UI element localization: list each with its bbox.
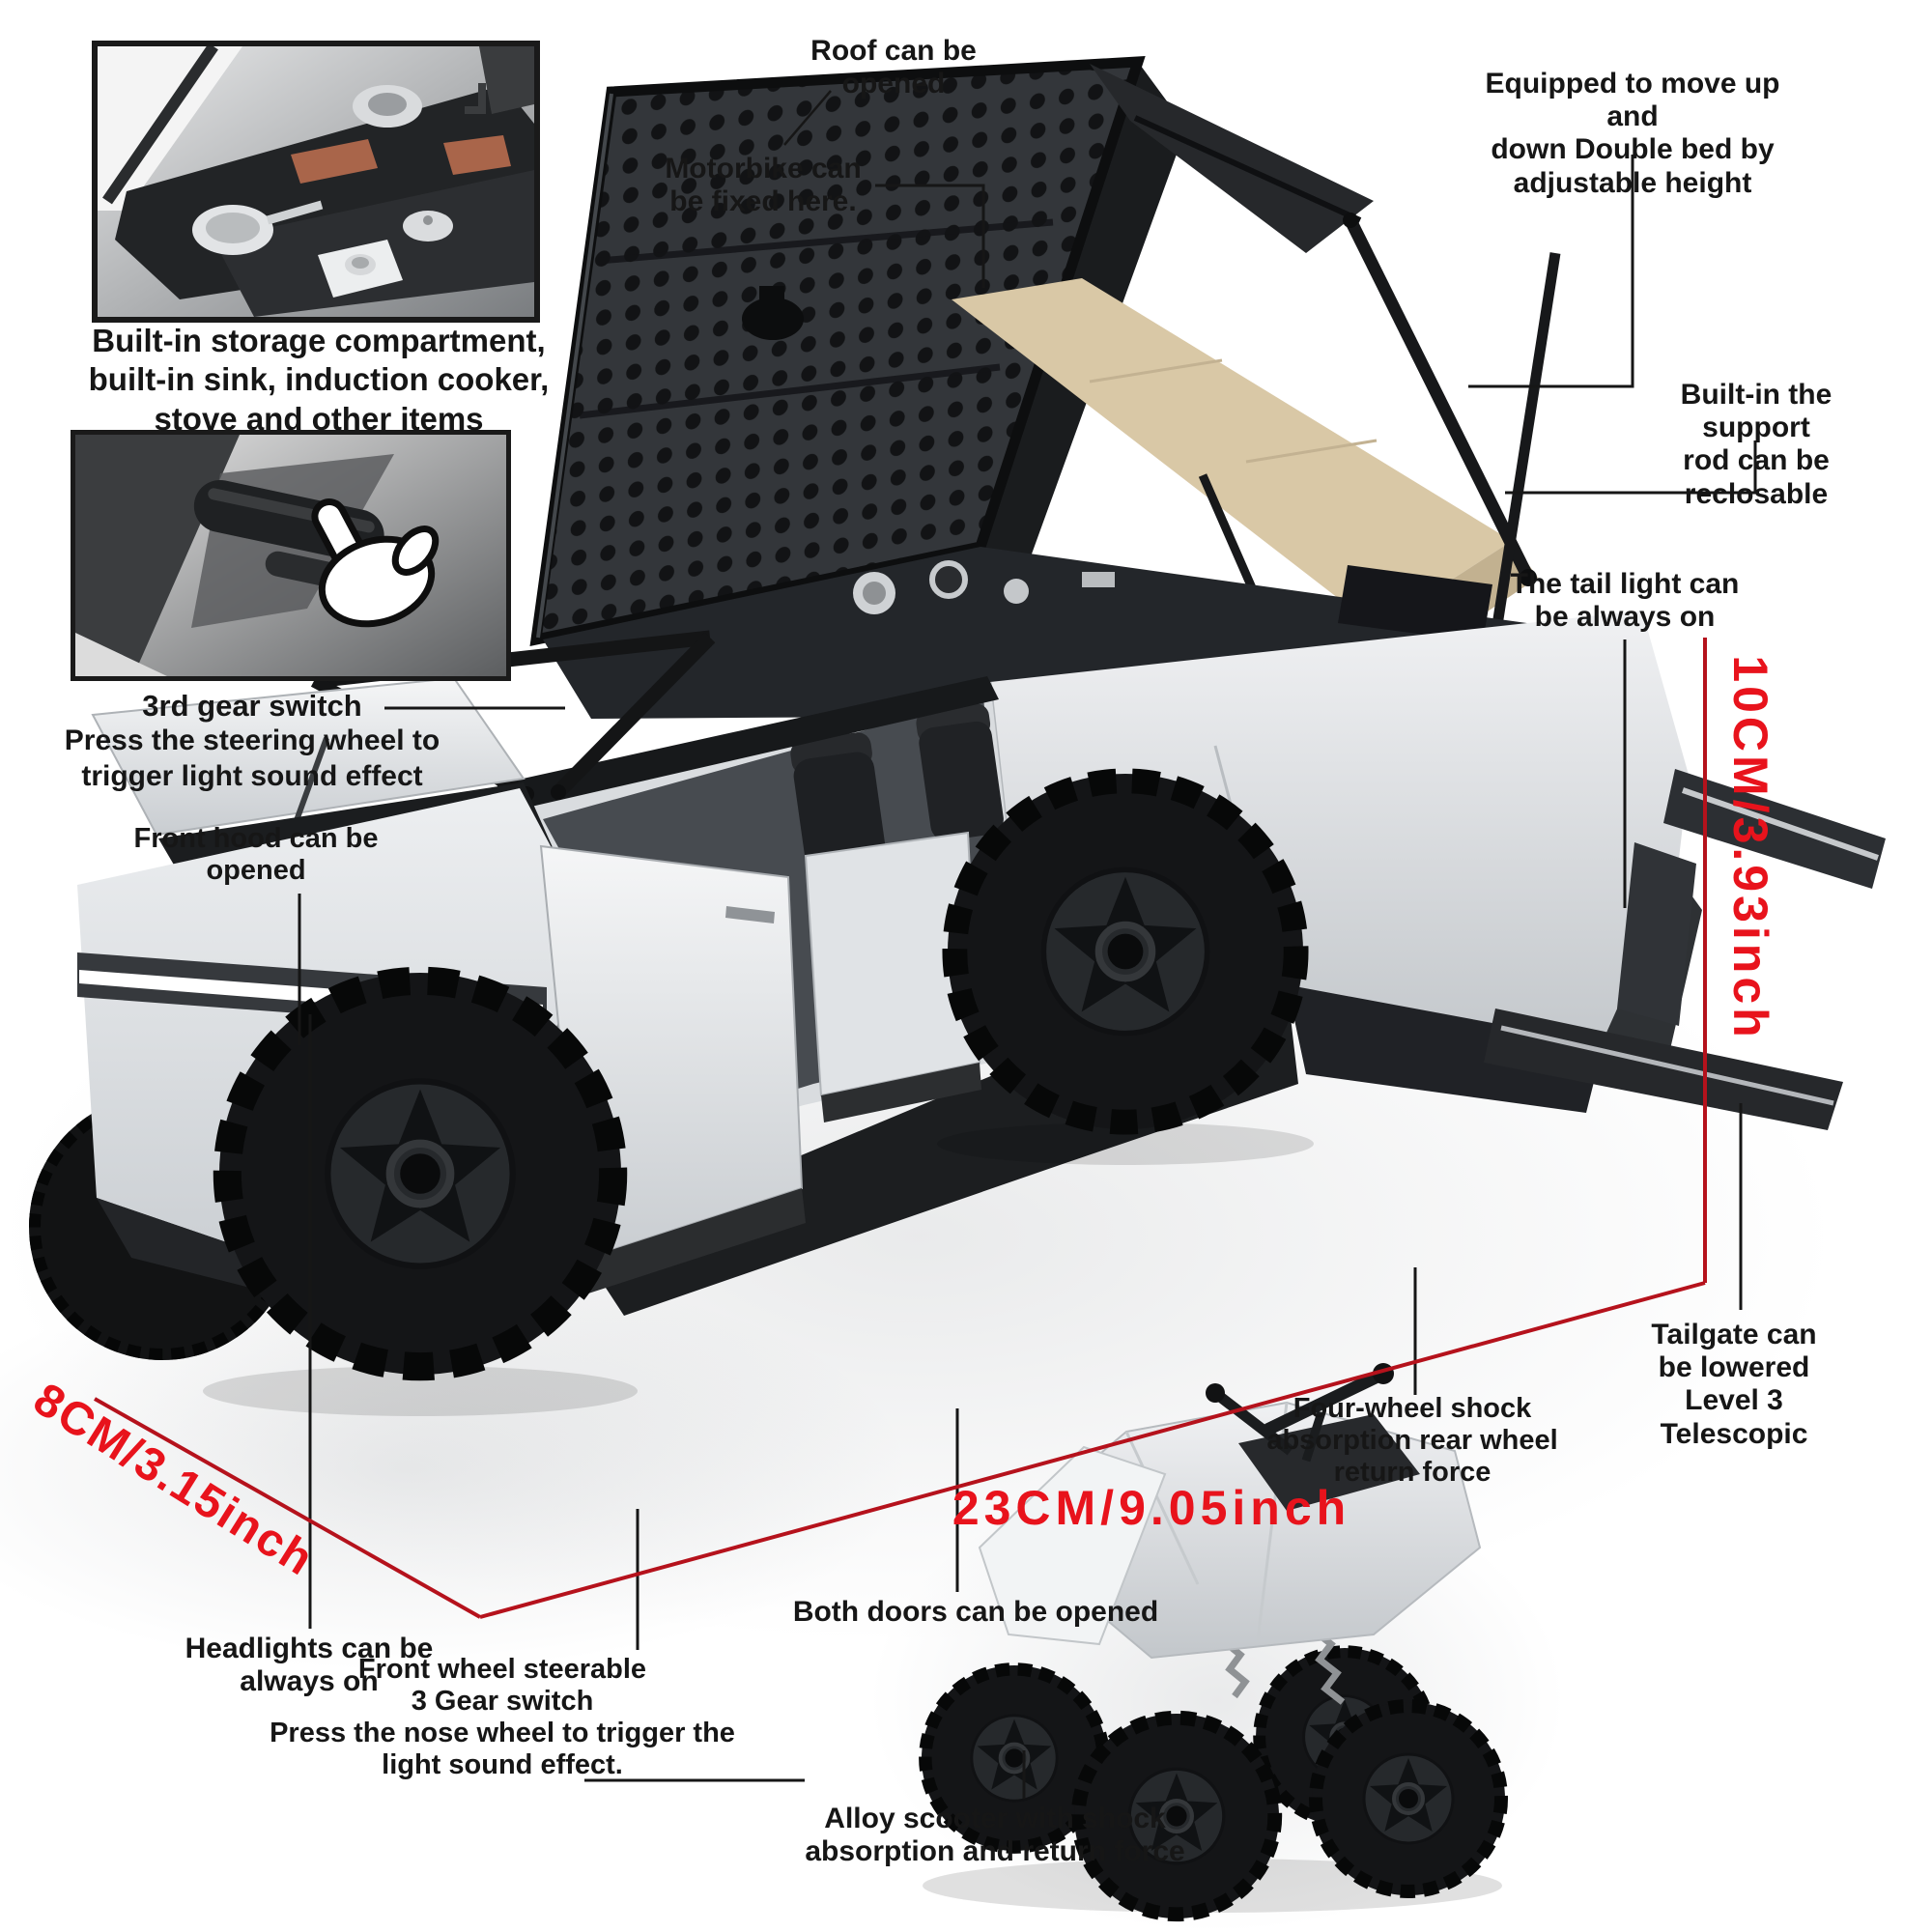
gear-switch-photo-art [75, 435, 506, 676]
storage-photo-art [98, 46, 534, 317]
callout-both-doors: Both doors can be opened [792, 1596, 1159, 1628]
atv-scooter [922, 1363, 1505, 1918]
gear-switch-caption-title: 3rd gear switch [142, 689, 362, 723]
roof-awning [1090, 64, 1374, 253]
callout-front-wheel: Front wheel steerable 3 Gear switch Pres… [270, 1654, 735, 1781]
dimension-height-label: 10CM/3.93inch [1723, 655, 1777, 1041]
callout-front-hood: Front hood can be opened [133, 823, 379, 887]
callout-roof: Roof can be opened [810, 35, 977, 100]
dimension-lines [94, 638, 1707, 1619]
callout-four-wheel: Four-wheel shock absorption rear wheel r… [1266, 1393, 1558, 1489]
callout-double-bed: Equipped to move up and down Double bed … [1485, 68, 1780, 199]
inset-gear-switch-photo [71, 430, 511, 681]
callout-support-rod: Built-in the support rod can be reclosab… [1680, 379, 1833, 510]
callout-tail-light: The tail light can be always on [1510, 568, 1740, 634]
dimension-length-label: 23CM/9.05inch [952, 1481, 1351, 1535]
gear-switch-caption-body: Press the steering wheel to trigger ligh… [64, 724, 440, 792]
rear-wheel-shadow [937, 1122, 1314, 1165]
leader-lines [298, 90, 1757, 1799]
inset-storage-photo [92, 41, 540, 323]
storage-caption: Built-in storage compartment, built-in s… [88, 323, 550, 437]
callout-motorbike: Motorbike can be fixed here. [665, 153, 862, 218]
callout-tailgate: Tailgate can be lowered Level 3 Telescop… [1651, 1319, 1817, 1450]
telescopic-tailgate [1484, 769, 1886, 1130]
callout-headlights: Headlights can be always on [185, 1633, 434, 1698]
callout-alloy-scooter: Alloy scooter with shock absorption and … [805, 1803, 1185, 1868]
hand-cursor-icon [311, 498, 440, 628]
